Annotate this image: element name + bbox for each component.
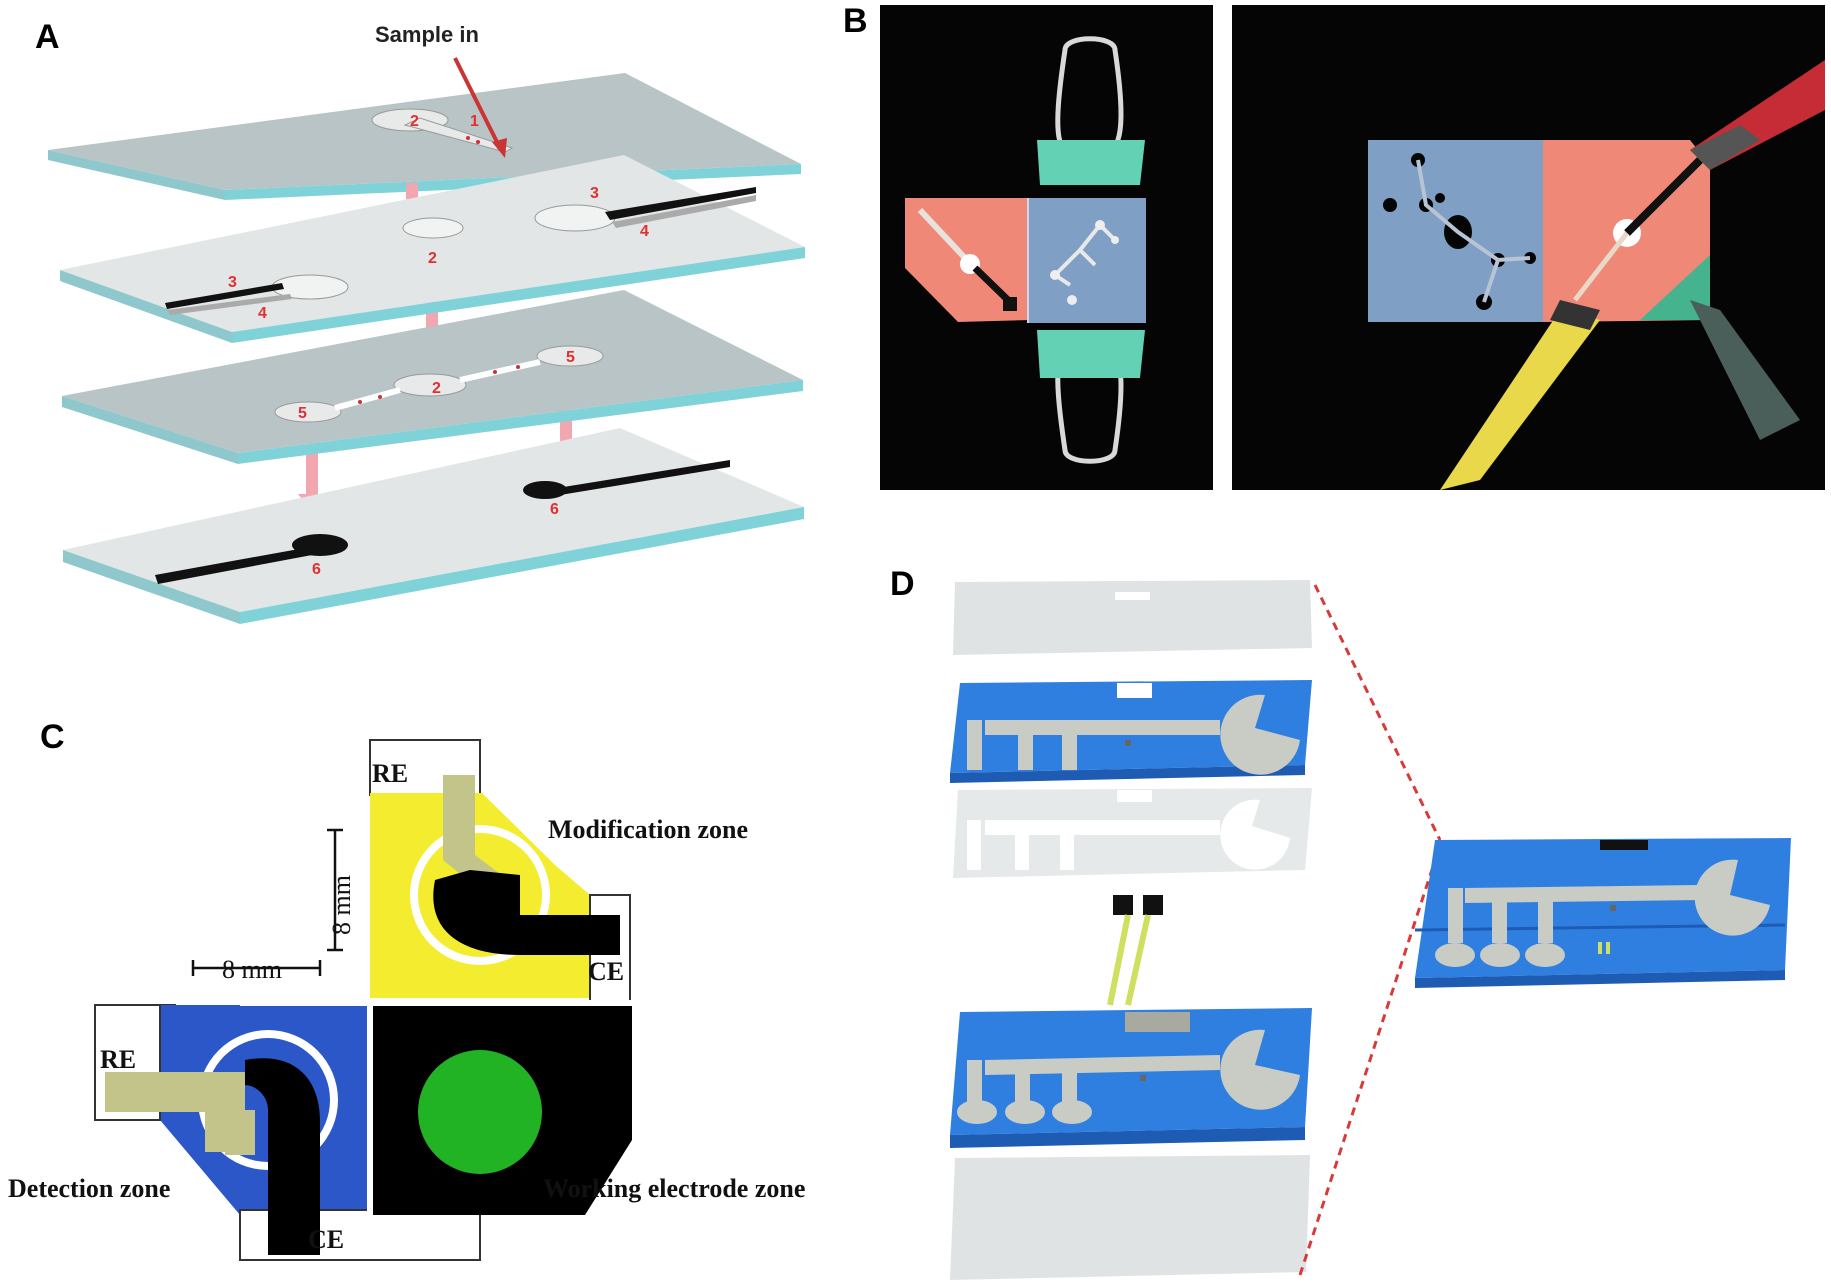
working-electrode-zone-label: Working electrode zone [543,1174,805,1203]
d-assembled-device [1414,838,1791,988]
dimension-marks [191,828,343,976]
sample-in-label: Sample in [375,22,479,47]
num-2-b: 2 [428,250,437,267]
d-stencil-layer [953,788,1312,878]
num-5-b: 5 [298,405,307,422]
num-2-c: 2 [432,380,441,397]
re-top-label: RE [372,759,408,788]
re-left-label: RE [100,1045,136,1074]
panel-a-layer-4: 6 6 [63,428,804,624]
num-1: 1 [470,113,479,130]
dashed-line-bottom [1298,844,1442,1276]
sample-in-arrow [453,57,502,149]
panel-a-label: A [35,18,60,56]
num-6-a: 6 [312,561,321,578]
panel-d: D [890,565,1791,1280]
d-connector [1107,895,1163,1006]
photo-b-left [880,5,1213,490]
photo-b-right [1232,5,1825,490]
panel-a: A 2 1 Sample in [35,18,805,624]
dim-horizontal-label: 8 mm [222,955,282,984]
panel-b-label: B [843,2,868,40]
panel-b: B [843,2,1825,490]
num-6-b: 6 [550,501,559,518]
panel-a-layer-3: 2 5 5 [62,290,803,464]
dim-vertical-label: 8 mm [327,875,356,935]
panel-a-layer-2: 2 3 4 3 4 [60,155,805,343]
dashed-line-top [1313,584,1442,841]
num-4-a: 4 [640,223,649,240]
d-electrode-layer-2 [950,1008,1312,1148]
num-5-a: 5 [566,349,575,366]
d-electrode-layer-1 [950,680,1312,783]
panel-a-layer-1: 2 1 [48,73,801,200]
modification-zone-label: Modification zone [548,815,748,844]
panel-c: C RE CE Modification zone RE Detection z… [8,718,805,1261]
panel-d-label: D [890,565,915,603]
num-2-a: 2 [410,113,419,130]
detection-zone-label: Detection zone [8,1174,170,1203]
panel-c-label: C [40,718,65,756]
num-4-b: 4 [258,305,267,322]
num-3-a: 3 [590,185,599,202]
ce-right-label: CE [588,957,624,986]
ce-bottom-label: CE [308,1225,344,1254]
num-3-b: 3 [228,274,237,291]
